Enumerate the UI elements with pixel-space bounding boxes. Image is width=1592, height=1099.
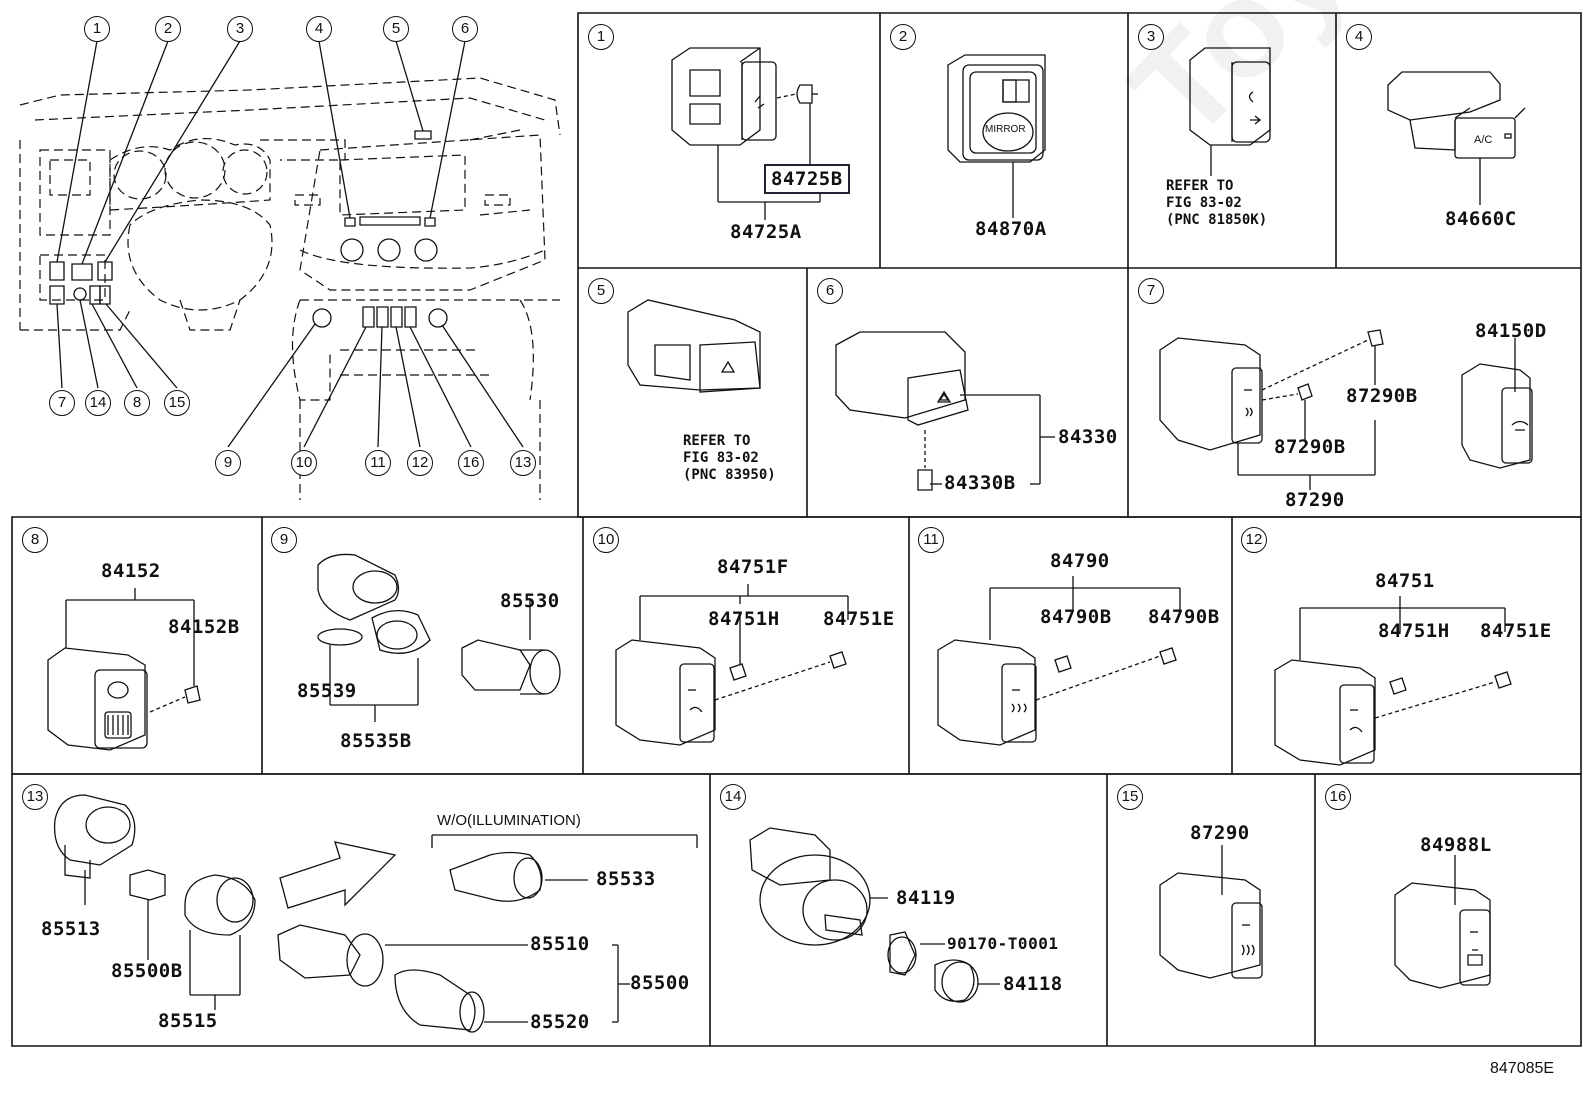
part-label-90170-T0001[interactable]: 90170-T0001 [947,934,1059,953]
overview-callout-10: 10 [291,450,317,476]
part-label-85533[interactable]: 85533 [596,868,656,890]
cell-number-13: 13 [22,784,48,810]
part-label-84790[interactable]: 84790 [1050,550,1110,572]
refer-note-pnc-83950: REFER TO FIG 83-02 (PNC 83950) [683,433,776,483]
cell-3-art [1190,48,1270,176]
part-label-84751H[interactable]: 84751H [708,608,780,630]
part-label-84330B[interactable]: 84330B [944,472,1016,494]
part-label-84751E[interactable]: 84751E [823,608,895,630]
overview-callout-5: 5 [383,16,409,42]
cell-number-14: 14 [720,784,746,810]
cell-number-2: 2 [890,24,916,50]
part-label-85500[interactable]: 85500 [630,972,690,994]
part-label-84330[interactable]: 84330 [1058,426,1118,448]
overview-callout-16: 16 [458,450,484,476]
part-label-85510[interactable]: 85510 [530,933,590,955]
cell-15-art [1160,845,1262,978]
part-label-84119[interactable]: 84119 [896,887,956,909]
cell-14-art [750,828,1000,1002]
part-label-84751E-c12[interactable]: 84751E [1480,620,1552,642]
cell-number-11: 11 [918,527,944,553]
overview-callout-14: 14 [85,390,111,416]
part-label-85515[interactable]: 85515 [158,1010,218,1032]
part-label-84152B[interactable]: 84152B [168,616,240,638]
cell-number-8: 8 [22,527,48,553]
cell-12-art [1275,596,1511,765]
grid-frames [12,13,1581,1046]
cell-number-7: 7 [1138,278,1164,304]
dashboard-overview [20,41,560,500]
cell-7-art [1160,330,1532,490]
illumination-header: W/O(ILLUMINATION) [437,812,581,829]
overview-callout-6: 6 [452,16,478,42]
part-label-87290[interactable]: 87290 [1285,489,1345,511]
mirror-button-text: MIRROR [985,124,1026,135]
overview-callout-2: 2 [155,16,181,42]
refer-note-pnc-81850k: REFER TO FIG 83-02 (PNC 81850K) [1166,178,1268,228]
part-label-87290B-lower[interactable]: 87290B [1274,436,1346,458]
overview-callout-13: 13 [510,450,536,476]
part-label-84150D[interactable]: 84150D [1475,320,1547,342]
overview-callout-8: 8 [124,390,150,416]
cell-number-6: 6 [817,278,843,304]
cell-13-art [55,795,697,1032]
cell-6-art [836,332,1055,490]
part-label-85530[interactable]: 85530 [500,590,560,612]
part-label-85535B[interactable]: 85535B [340,730,412,752]
part-label-84790B-right[interactable]: 84790B [1148,606,1220,628]
cell-2-art [948,55,1045,218]
part-label-84751[interactable]: 84751 [1375,570,1435,592]
part-label-84751F[interactable]: 84751F [717,556,789,578]
cell-number-1: 1 [588,24,614,50]
cell-number-12: 12 [1241,527,1267,553]
cell-16-art [1395,855,1490,988]
part-label-87290-c15[interactable]: 87290 [1190,822,1250,844]
cell-number-3: 3 [1138,24,1164,50]
part-label-85500B[interactable]: 85500B [111,960,183,982]
cell-number-15: 15 [1117,784,1143,810]
figure-id: 847085E [1490,1060,1555,1077]
overview-callout-15: 15 [164,390,190,416]
overview-callout-11: 11 [365,450,391,476]
overview-callout-12: 12 [407,450,433,476]
cell-number-10: 10 [593,527,619,553]
cell-number-4: 4 [1346,24,1372,50]
part-label-84751H-c12[interactable]: 84751H [1378,620,1450,642]
overview-callout-7: 7 [49,390,75,416]
overview-callout-1: 1 [84,16,110,42]
part-label-84725A[interactable]: 84725A [730,221,802,243]
cell-5-art [628,300,760,392]
cell-10-art [616,584,848,745]
part-label-84152[interactable]: 84152 [101,560,161,582]
cell-9-art [318,554,560,722]
cell-1-art [672,48,820,220]
overview-callout-3: 3 [227,16,253,42]
part-label-84988L[interactable]: 84988L [1420,834,1492,856]
cell-number-5: 5 [588,278,614,304]
cell-8-art [48,588,200,750]
cell-number-16: 16 [1325,784,1351,810]
cell-4-art [1388,72,1525,205]
overview-callout-9: 9 [215,450,241,476]
part-label-84118[interactable]: 84118 [1003,973,1063,995]
cell-number-9: 9 [271,527,297,553]
part-label-85513[interactable]: 85513 [41,918,101,940]
part-label-84790B-left[interactable]: 84790B [1040,606,1112,628]
part-label-84725B[interactable]: 84725B [764,164,850,194]
overview-callout-4: 4 [306,16,332,42]
ac-button-text: A/C [1474,134,1493,146]
part-label-84660C[interactable]: 84660C [1445,208,1517,230]
part-label-85520[interactable]: 85520 [530,1011,590,1033]
part-label-84870A[interactable]: 84870A [975,218,1047,240]
part-label-87290B-upper[interactable]: 87290B [1346,385,1418,407]
cell-11-art [938,576,1180,745]
part-label-85539[interactable]: 85539 [297,680,357,702]
